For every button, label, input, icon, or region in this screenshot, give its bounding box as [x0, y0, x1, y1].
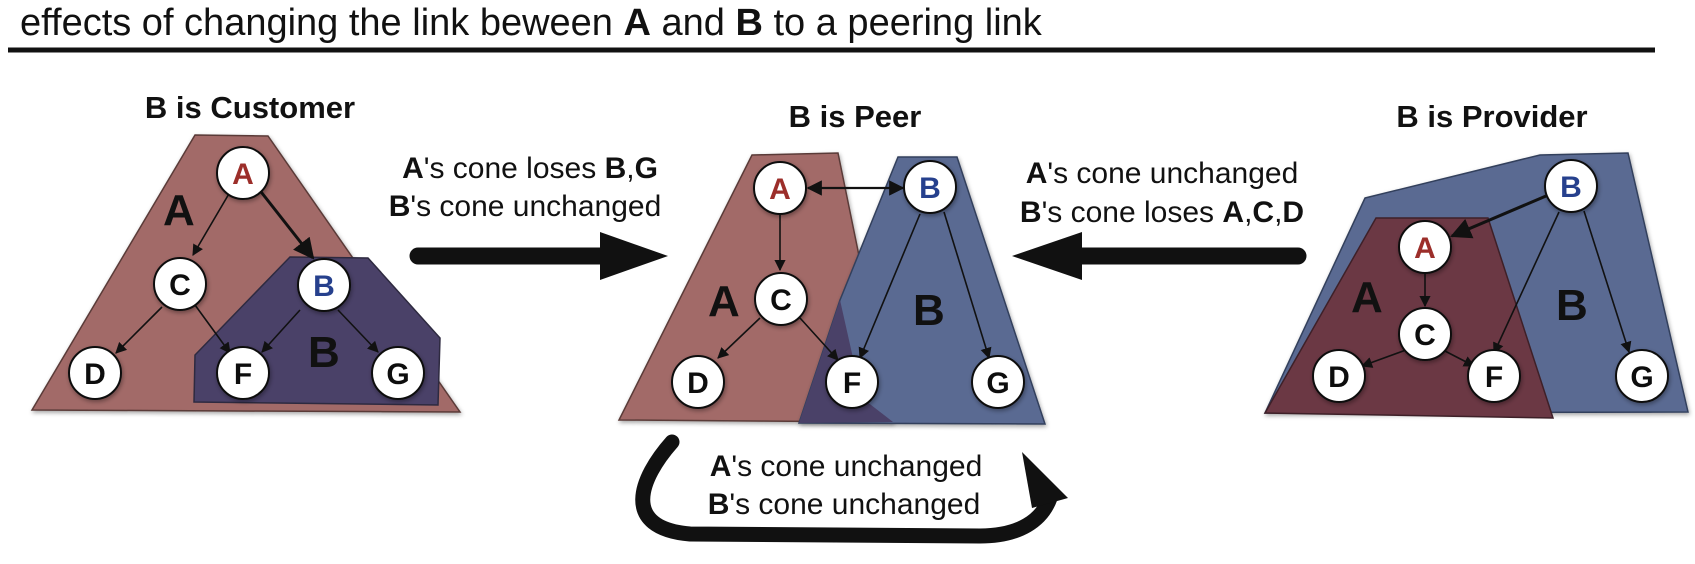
- node-f-provider: F: [1467, 349, 1521, 403]
- svg-text:C: C: [169, 269, 191, 302]
- region-label-b-peer: B: [913, 286, 945, 335]
- node-f-peer: F: [825, 355, 879, 409]
- loop-arrow-icon: [635, 434, 1068, 544]
- node-c-peer: C: [754, 272, 808, 326]
- caption-peer-line1: A's cone unchanged: [710, 450, 983, 483]
- panel-peer: B is Peer A B A B C D: [617, 99, 1047, 425]
- svg-text:D: D: [687, 367, 709, 400]
- caption-peer-line2: B's cone unchanged: [708, 488, 981, 521]
- region-label-b-customer: B: [308, 328, 340, 377]
- node-d-provider: D: [1312, 349, 1366, 403]
- svg-text:A: A: [232, 158, 254, 191]
- svg-text:D: D: [84, 358, 106, 391]
- node-g-customer: G: [371, 346, 425, 400]
- svg-text:C: C: [1414, 319, 1436, 352]
- node-c-provider: C: [1398, 307, 1452, 361]
- node-d-customer: D: [68, 346, 122, 400]
- node-b-customer: B: [297, 258, 351, 312]
- title-node-a: A: [623, 2, 651, 44]
- transition-provider-to-peer: A's cone unchanged B's cone loses A,C,D: [1012, 157, 1307, 280]
- svg-text:F: F: [234, 358, 252, 391]
- svg-text:F: F: [1485, 361, 1503, 394]
- title-node-b: B: [735, 2, 763, 44]
- node-f-customer: F: [216, 346, 270, 400]
- title-pre: effects of changing the link beween: [20, 2, 624, 44]
- svg-text:G: G: [986, 367, 1009, 400]
- heading-peer: B is Peer: [789, 99, 922, 134]
- edges-provider: [1360, 194, 1632, 368]
- node-b-peer: B: [903, 160, 957, 214]
- svg-text:C: C: [770, 284, 792, 317]
- svg-text:B: B: [919, 172, 941, 205]
- svg-text:A: A: [1414, 232, 1436, 265]
- svg-text:G: G: [1630, 361, 1653, 394]
- transition-peer-to-peer: A's cone unchanged B's cone unchanged: [635, 434, 1068, 544]
- title-mid: and: [650, 2, 736, 44]
- node-a-peer: A: [753, 161, 807, 215]
- svg-text:A: A: [769, 173, 791, 206]
- node-c-customer: C: [153, 257, 207, 311]
- edges-peer: [717, 180, 992, 361]
- caption-provider-line2: B's cone loses A,C,D: [1020, 196, 1304, 229]
- svg-text:G: G: [386, 358, 409, 391]
- region-label-b-provider: B: [1556, 281, 1588, 330]
- arrow-right-icon: [409, 232, 668, 280]
- transition-customer-to-peer: A's cone loses B,G B's cone unchanged: [389, 152, 668, 280]
- caption-customer-line2: B's cone unchanged: [389, 190, 662, 223]
- node-d-peer: D: [671, 355, 725, 409]
- svg-text:F: F: [843, 367, 861, 400]
- heading-provider: B is Provider: [1396, 99, 1587, 134]
- svg-text:B: B: [313, 270, 335, 303]
- panel-provider: B is Provider A B B A C D: [1263, 99, 1689, 419]
- svg-text:B: B: [1560, 171, 1582, 204]
- region-label-a-peer: A: [708, 277, 740, 326]
- node-b-provider: B: [1544, 159, 1598, 213]
- page-title: effects of changing the link beween A an…: [20, 2, 1042, 45]
- node-a-provider: A: [1398, 220, 1452, 274]
- title-post: to a peering link: [762, 2, 1042, 44]
- svg-text:D: D: [1328, 361, 1350, 394]
- panel-customer: B is Customer A B A B C D: [30, 90, 462, 413]
- node-g-peer: G: [971, 355, 1025, 409]
- node-g-provider: G: [1615, 349, 1669, 403]
- arrow-left-icon: [1012, 232, 1307, 280]
- heading-customer: B is Customer: [145, 90, 355, 125]
- node-a-customer: A: [216, 146, 270, 200]
- caption-customer-line1: A's cone loses B,G: [402, 152, 658, 185]
- region-label-a-provider: A: [1351, 273, 1383, 322]
- caption-provider-line1: A's cone unchanged: [1026, 157, 1299, 190]
- region-label-a-customer: A: [163, 186, 195, 235]
- edges-customer: [115, 187, 379, 354]
